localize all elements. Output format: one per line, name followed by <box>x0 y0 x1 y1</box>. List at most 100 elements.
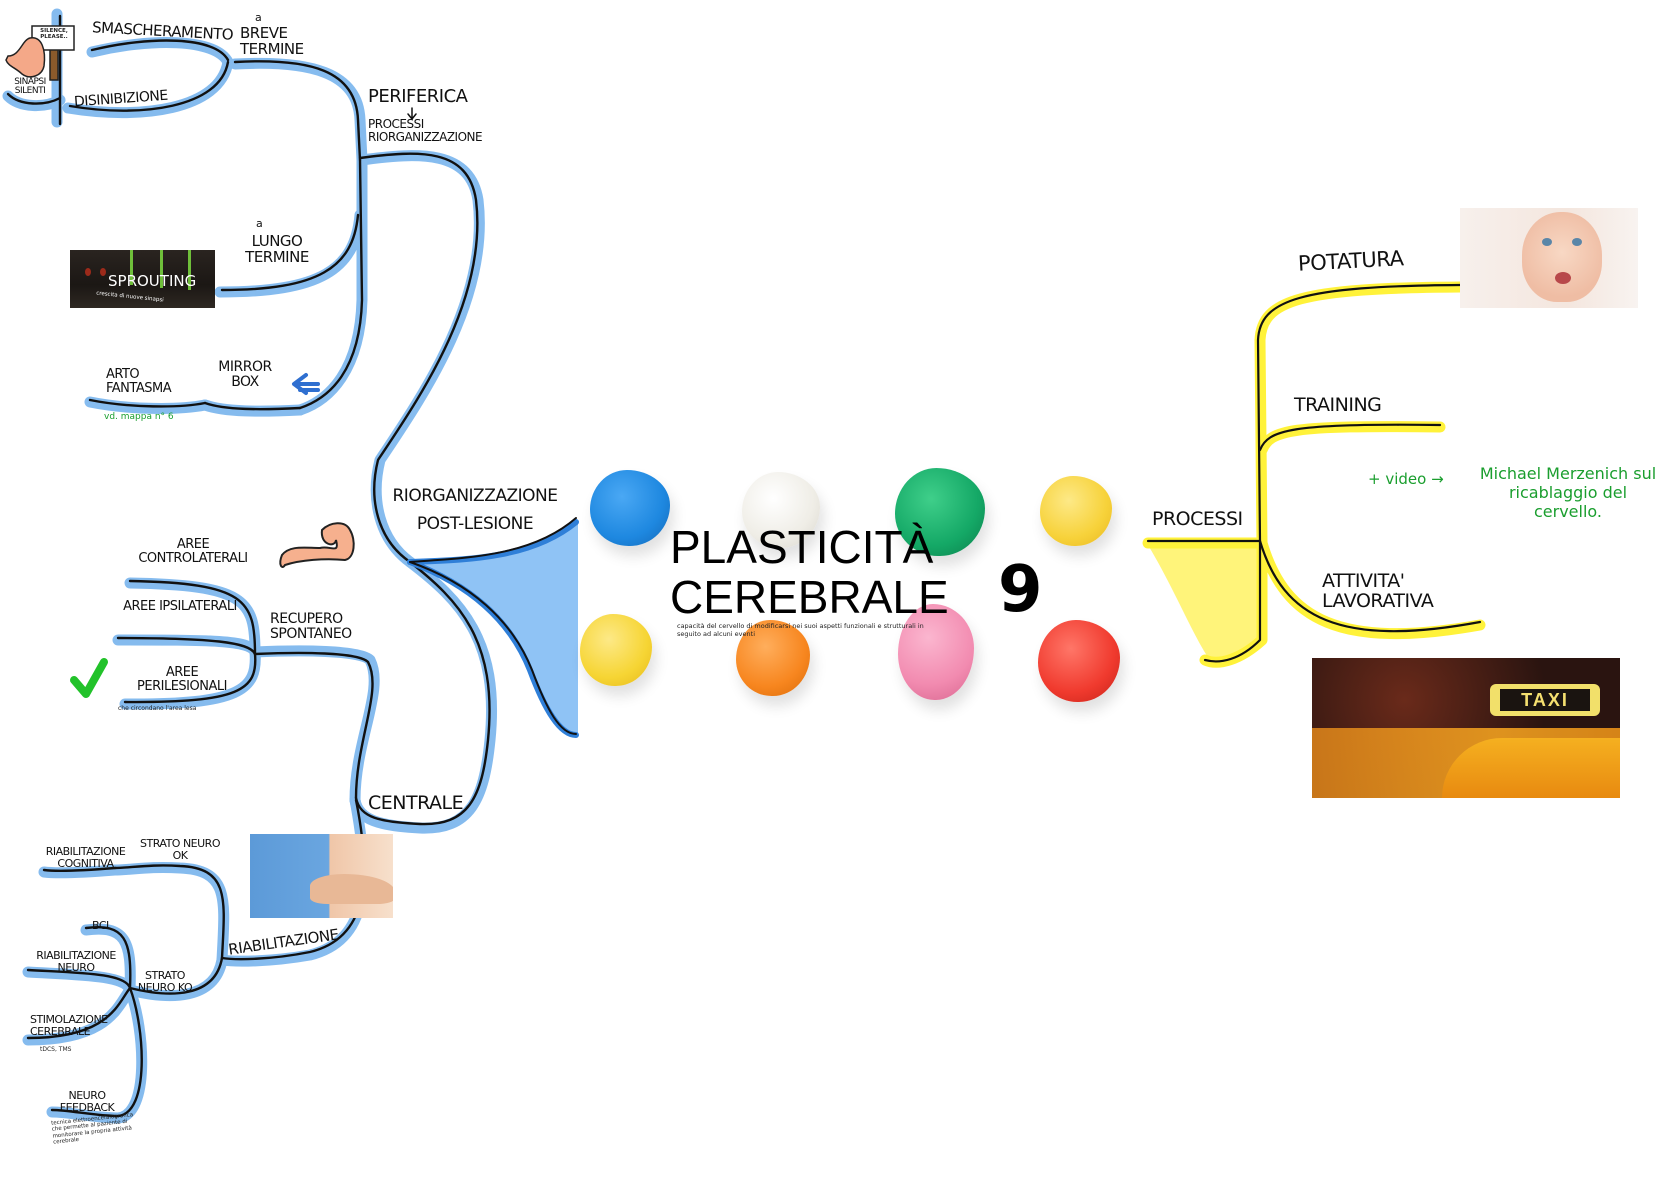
branch-training <box>1256 421 1446 456</box>
branch-smascheramento <box>86 37 234 68</box>
mirror-arrow-icon <box>292 373 320 395</box>
note-vd-mappa: vd. mappa n° 6 <box>104 412 174 422</box>
sprouting-title: SPROUTING <box>108 272 197 290</box>
ink-ipsilaterali <box>116 636 257 656</box>
ink-centrale-down <box>253 651 374 800</box>
ink-strato-ok <box>113 864 225 960</box>
sign-post <box>49 47 59 81</box>
flexed-arm-icon <box>279 522 355 568</box>
label-neuro-feedback: NEURO FEEDBACK <box>59 1089 115 1114</box>
label-attivita-lavorativa: ATTIVITA' LAVORATIVA <box>1322 570 1434 612</box>
ink-stimolazione <box>26 986 132 1040</box>
silent-brain-character-icon <box>5 25 75 81</box>
label-recupero-spontaneo: RECUPERO SPONTANEO <box>270 611 352 642</box>
ink-centrale-loop <box>354 560 491 826</box>
note-stimolazione: tDCS, TMS <box>40 1046 72 1053</box>
branch-cognitiva <box>38 864 121 879</box>
center-mark: 9 <box>998 553 1043 627</box>
clay-ball-blue <box>590 470 670 546</box>
branch-lungo-termine <box>214 209 366 298</box>
seed-2 <box>100 268 106 276</box>
right-branch-ink <box>1146 283 1482 663</box>
baby-eye-right <box>1572 238 1582 246</box>
baby-mouth <box>1555 272 1571 284</box>
label-processi-riorganizzazione: PROCESSI RIORGANIZZAZIONE <box>368 117 483 144</box>
taxi-car-roof <box>1442 738 1620 798</box>
ink-periferica-loop <box>358 152 479 564</box>
knee-shape <box>310 874 393 904</box>
branch-centrale-loop <box>349 556 497 834</box>
label-riorganizzazione-post-lesione: RIORGANIZZAZIONE POST-LESIONE <box>392 486 558 534</box>
label-breve-termine: BREVE TERMINE <box>240 24 304 58</box>
label-a-breve: a <box>255 11 262 24</box>
sprouting-caption: crescita di nuove sinapsi <box>95 290 165 304</box>
branch-ipsilaterali <box>112 634 261 658</box>
sign-text: SILENCE, PLEASE.. <box>40 28 68 41</box>
branch-arto-fantasma <box>84 396 211 414</box>
clay-ball-pink <box>898 604 974 700</box>
sprout-1 <box>130 250 133 285</box>
label-processi: PROCESSI <box>1152 508 1243 530</box>
clay-ball-yellow-left <box>580 614 652 686</box>
taxi-sign-box: TAXI <box>1490 684 1600 716</box>
ink-mirror-box <box>203 401 302 411</box>
label-potatura: POTATURA <box>1297 246 1404 276</box>
label-riabilitazione-neuro: RIABILITAZIONE NEURO <box>36 949 116 974</box>
left-funnel-ink-top <box>409 517 577 563</box>
label-lungo-termine: LUNGO TERMINE <box>245 232 309 266</box>
clay-ball-red <box>1038 620 1120 702</box>
label-sinapsi-silenti: SINAPSI SILENTI <box>14 77 46 97</box>
baby-eye-left <box>1542 238 1552 246</box>
check-icon <box>70 658 108 698</box>
brain-shape <box>5 37 46 78</box>
ink-controlaterali <box>128 579 257 656</box>
label-bci: BCI <box>92 919 109 932</box>
label-riabilitazione-cognitiva: RIABILITAZIONE COGNITIVA <box>45 845 126 870</box>
ink-breve-termine <box>233 60 362 162</box>
ink-lungo-termine <box>220 213 360 292</box>
baby-face <box>1522 212 1602 302</box>
ink-disinibizione <box>68 60 230 112</box>
seed-1 <box>85 268 91 276</box>
ink-smascheramento <box>90 39 230 62</box>
taxi-sign-text: TAXI <box>1500 689 1590 711</box>
branch-riab-neuro <box>22 966 136 996</box>
ink-cognitiva <box>42 866 117 873</box>
note-perilesionali: che circondano l'area lesa <box>118 705 197 712</box>
ink-riab-neuro <box>26 968 132 990</box>
label-arto-fantasma: ARTO FANTASMA <box>106 367 172 396</box>
branch-right-trunk <box>1254 281 1466 549</box>
sprout-2 <box>160 250 163 288</box>
video-note-prefix: + video → <box>1368 470 1444 488</box>
left-funnel-ink-bottom <box>409 561 577 735</box>
physiotherapy-image <box>250 834 393 918</box>
ink-sinapsi <box>6 92 62 105</box>
baby-image <box>1460 208 1638 308</box>
clay-ball-green <box>895 468 985 556</box>
ink-funnel-bottom <box>1203 539 1262 663</box>
branch-mirror-box <box>199 399 306 417</box>
label-training: TRAINING <box>1294 394 1382 416</box>
label-strato-neuro-ok: STRATO NEURO OK <box>140 837 220 862</box>
sprouting-image: SPROUTING crescita di nuove sinapsi <box>70 250 215 308</box>
ink-neurofeedback <box>50 986 143 1118</box>
sprout-3 <box>188 250 191 290</box>
ink-perilesionali <box>123 652 257 704</box>
label-a-lungo: a <box>256 217 263 230</box>
label-centrale: CENTRALE <box>368 792 464 814</box>
label-strato-neuro-ko: STRATO NEURO KO <box>137 969 193 994</box>
clay-ball-orange <box>736 620 810 696</box>
title-line-2: CEREBRALE <box>670 571 949 623</box>
ink-bci <box>84 925 132 990</box>
taxi-image: TAXI <box>1312 658 1620 798</box>
left-branch-ink <box>6 14 491 1118</box>
ink-training <box>1258 423 1442 452</box>
label-aree-controlaterali: AREE CONTROLATERALI <box>138 537 248 566</box>
ink-arto-fantasma <box>88 398 207 408</box>
label-periferica: PERIFERICA <box>368 86 468 107</box>
down-arrow-icon <box>407 107 417 120</box>
main-title: PLASTICITÀ CEREBRALE <box>670 522 949 623</box>
label-aree-ipsilaterali: AREE IPSILATERALI <box>123 599 237 614</box>
label-mirror-box: MIRROR BOX <box>218 359 272 390</box>
